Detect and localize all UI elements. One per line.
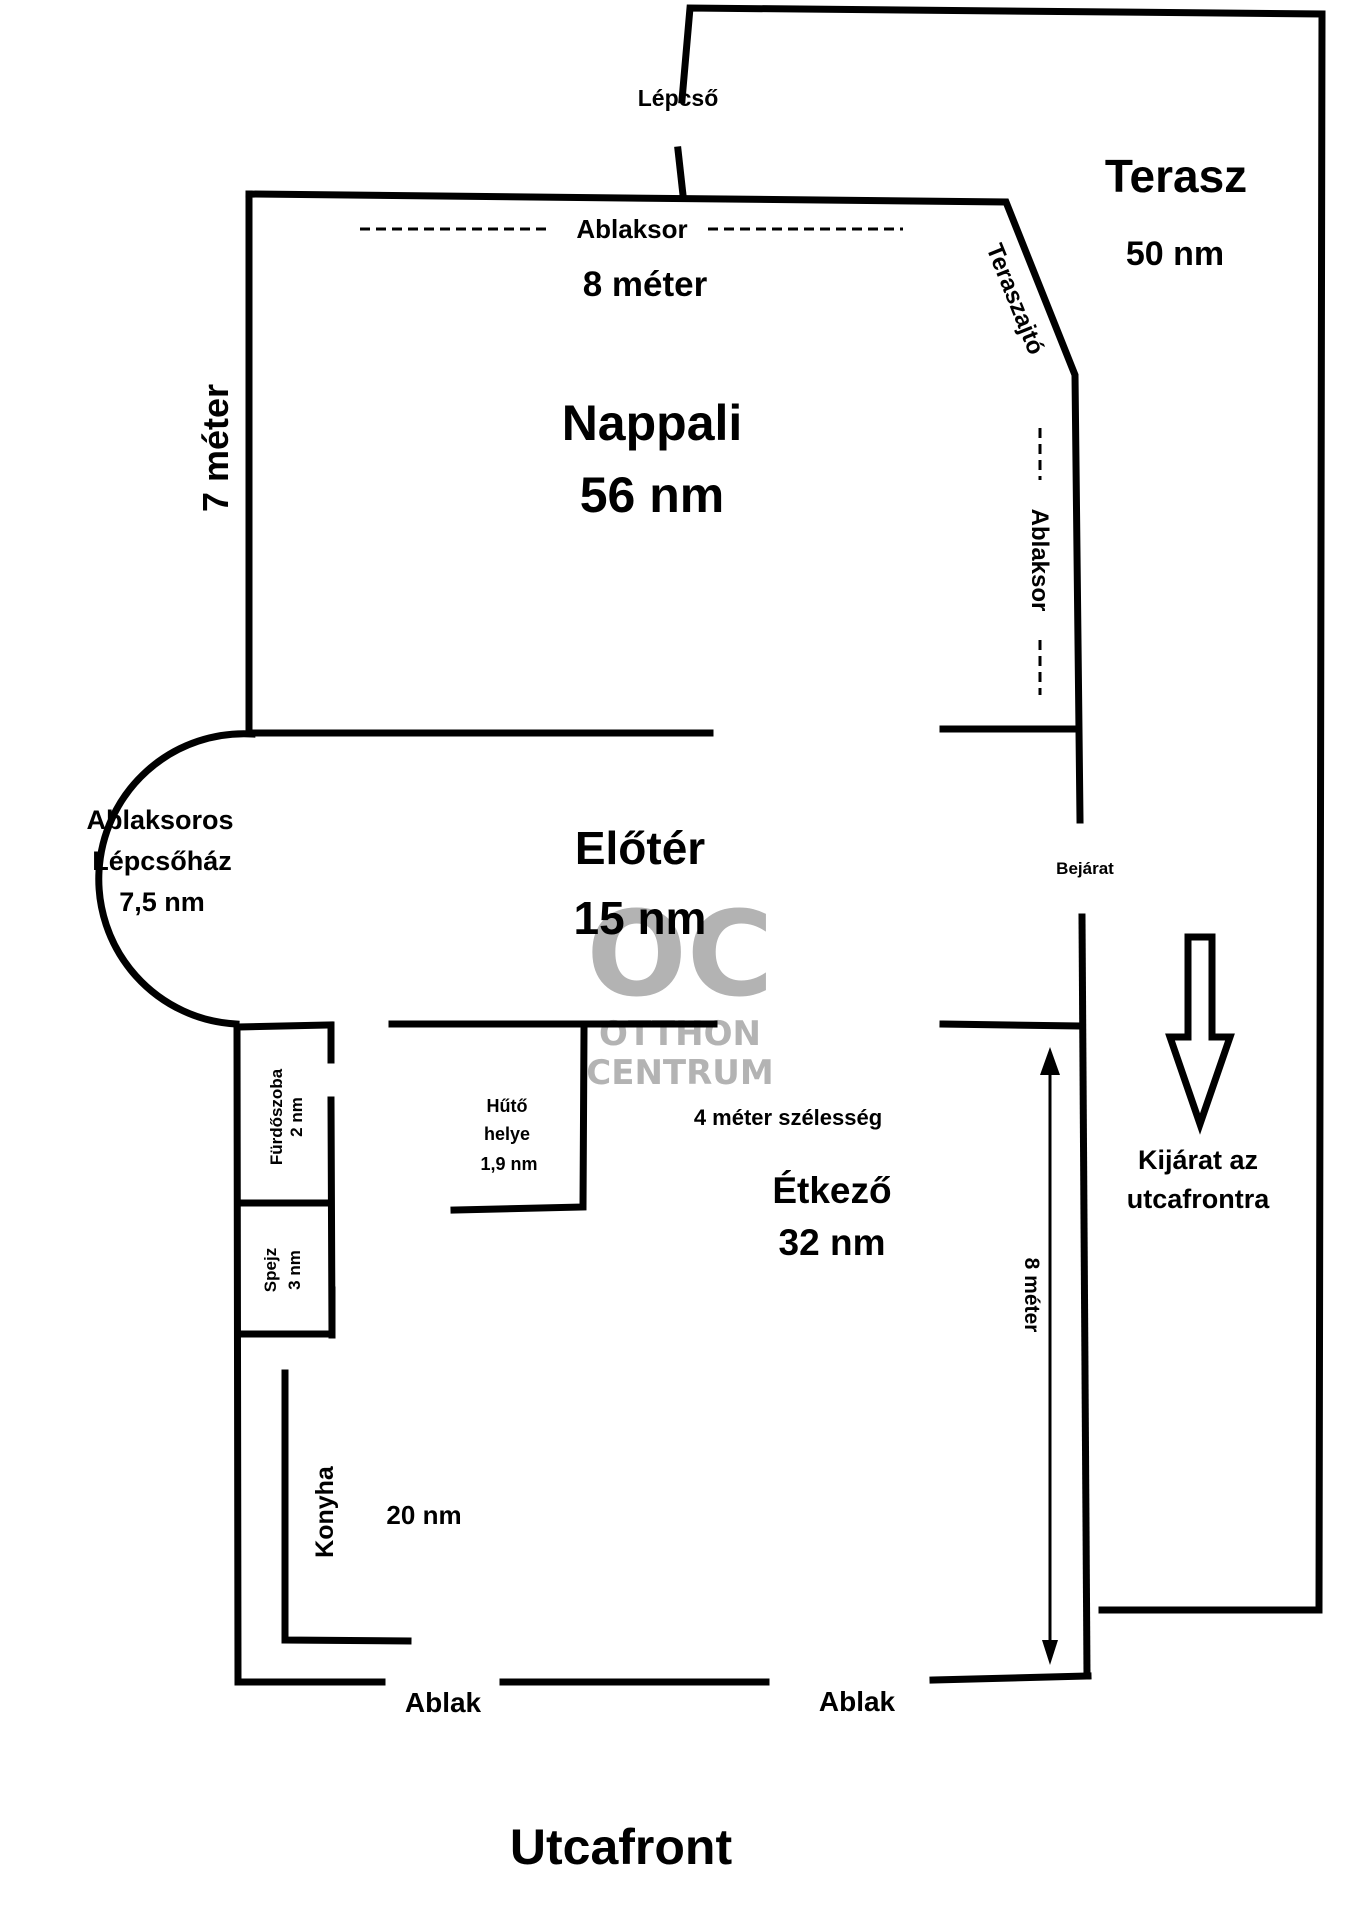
watermark-logo: OC [587,885,774,1023]
bathroom-name: Fürdőszoba [267,1068,286,1165]
stairs-wall [674,146,687,199]
living-window-row-label: Ablaksor [576,214,687,244]
watermark-line1: OTTHON [599,1014,761,1054]
kitchen-area: 20 nm [386,1500,461,1530]
window-left-label: Ablak [405,1687,482,1718]
living-width-label: 8 méter [583,265,708,304]
fridge-walls [450,1026,588,1214]
window-row-marks [360,227,1042,695]
fridge-line2: helye [484,1124,530,1144]
stairs-label: Lépcső [638,85,719,111]
stairwell-area: 7,5 nm [119,887,205,917]
terrace-area: 50 nm [1126,235,1224,273]
hall-area: 15 nm [574,892,707,944]
dining-width-label: 4 méter szélesség [694,1105,882,1130]
terrace-walls [678,4,1326,1614]
living-room-name: Nappali [562,395,743,451]
living-depth-label: 7 méter [195,384,236,512]
window-right-label: Ablak [819,1686,896,1717]
terrace-door-label: Teraszajtó [981,240,1050,359]
side-window-row-label: Ablaksor [1026,509,1053,612]
hall-name: Előtér [575,822,705,874]
exit-arrow-icon [1165,933,1235,1135]
watermark-line2: CENTRUM [586,1053,773,1093]
service-room-walls [233,1021,336,1686]
stairwell-line1: Ablaksoros [86,805,233,835]
exit-line2: utcafrontra [1127,1184,1270,1214]
living-room-area: 56 nm [580,467,725,523]
dining-length-arrow [1040,1047,1060,1665]
entrance-label: Bejárat [1056,859,1114,878]
right-wall [1078,913,1091,1680]
fridge-area: 1,9 nm [480,1154,537,1174]
street-label: Utcafront [510,1819,733,1875]
kitchen-name: Konyha [311,1465,339,1558]
dining-length-label: 8 méter [1020,1258,1043,1333]
pantry-name: Spejz [261,1248,280,1292]
exit-line1: Kijárat az [1138,1145,1258,1175]
watermark: OC OTTHON CENTRUM [586,885,773,1093]
kitchen-counter [281,1369,412,1645]
dining-area: 32 nm [779,1222,886,1263]
dining-name: Étkező [772,1170,891,1211]
living-room-walls [245,190,1084,824]
pantry-area: 3 nm [285,1250,304,1290]
terrace-name: Terasz [1105,150,1247,202]
stairwell-wall [95,730,256,1028]
hall-walls [388,1020,1081,1030]
fridge-line1: Hűtő [487,1096,528,1116]
street-wall [234,1672,1092,1686]
stairwell-line2: Lépcsőház [92,846,232,876]
bathroom-area: 2 nm [287,1097,306,1137]
